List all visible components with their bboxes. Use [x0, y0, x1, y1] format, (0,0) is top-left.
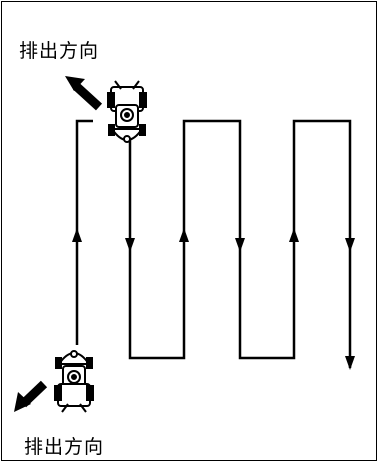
- arrow-down-icon: [125, 238, 135, 252]
- path-direction-arrows: [72, 228, 355, 370]
- arrow-up-left-icon: [65, 76, 85, 91]
- discharge-arrow-top: [65, 76, 103, 111]
- discharge-direction-label-top: 排出方向: [19, 40, 100, 62]
- mowing-path: [75, 119, 352, 368]
- arrow-up-icon: [179, 228, 189, 242]
- lawn-mower-icon: [54, 350, 94, 413]
- arrow-down-icon: [345, 356, 355, 370]
- discharge-arrow-bottom: [14, 380, 48, 412]
- arrow-up-icon: [289, 228, 299, 242]
- arrow-up-icon: [72, 228, 82, 242]
- arrow-down-icon: [345, 238, 355, 252]
- arrow-down-left-icon: [14, 392, 31, 412]
- arrow-down-icon: [235, 238, 245, 252]
- lawn-mower-icon: [107, 80, 147, 143]
- path-pass-1: [75, 119, 93, 345]
- discharge-direction-label-bottom: 排出方向: [24, 436, 105, 458]
